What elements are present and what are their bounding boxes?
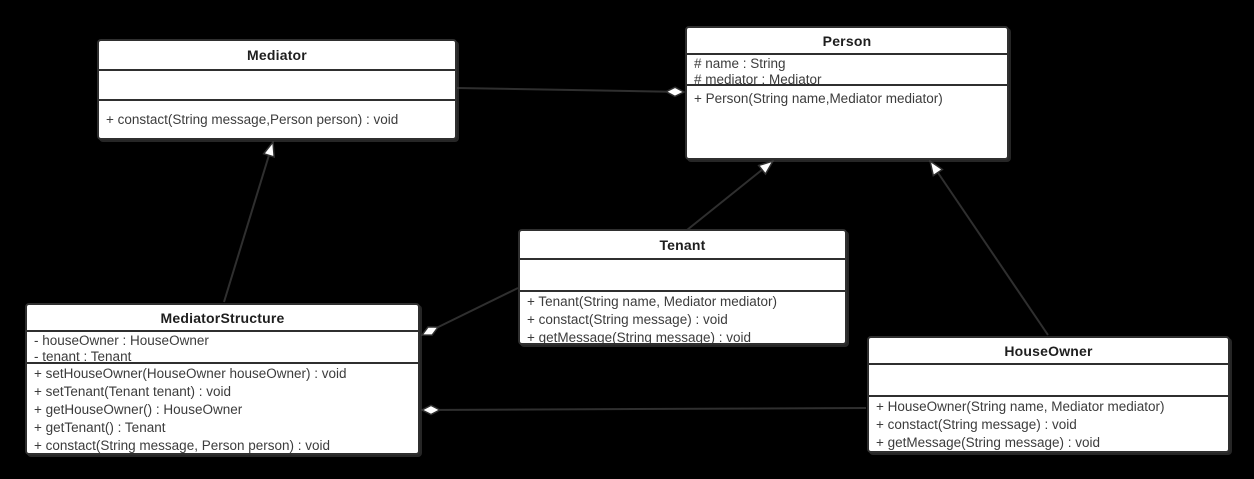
method-row: + constact(String message) : void (527, 312, 728, 327)
class-box-houseowner[interactable]: HouseOwner + HouseOwner(String name, Med… (867, 336, 1230, 453)
method-row: + Person(String name,Mediator mediator) (694, 91, 943, 106)
method-row: + getMessage(String message) : void (527, 330, 751, 343)
attribute-row: - houseOwner : HouseOwner (34, 333, 209, 348)
class-box-tenant[interactable]: Tenant + Tenant(String name, Mediator me… (518, 229, 847, 345)
class-name: HouseOwner (869, 338, 1228, 365)
attributes-compartment (869, 365, 1228, 397)
generalization-arrow-tenant-person[interactable] (686, 161, 773, 231)
method-row: + Tenant(String name, Mediator mediator) (527, 294, 778, 309)
generalization-arrow-houseowner-person[interactable] (930, 161, 1049, 336)
attribute-row: # mediator : Mediator (694, 71, 822, 86)
method-row: + setHouseOwner(HouseOwner houseOwner) :… (34, 366, 347, 381)
attribute-row: - tenant : Tenant (34, 348, 132, 364)
generalization-arrow-mediatorstructure-mediator[interactable] (223, 142, 273, 303)
class-box-mediator[interactable]: Mediator + constact(String message,Perso… (97, 39, 457, 140)
attributes-compartment: # name : String # mediator : Mediator (687, 55, 1007, 86)
attributes-compartment: - houseOwner : HouseOwner - tenant : Ten… (27, 332, 418, 364)
attribute-row: # name : String (694, 56, 786, 71)
methods-compartment: + setHouseOwner(HouseOwner houseOwner) :… (27, 364, 418, 453)
method-row: + getTenant() : Tenant (34, 420, 166, 435)
class-name: Person (687, 28, 1007, 55)
methods-compartment: + Person(String name,Mediator mediator) (687, 86, 1007, 158)
aggregation-line-tenant-mediatorstructure[interactable] (422, 287, 519, 335)
methods-compartment: + constact(String message,Person person)… (99, 101, 455, 138)
method-row: + constact(String message, Person person… (34, 438, 331, 453)
attributes-compartment (99, 71, 455, 101)
method-row: + HouseOwner(String name, Mediator media… (876, 399, 1165, 414)
method-row: + getHouseOwner() : HouseOwner (34, 402, 243, 417)
class-name: Mediator (99, 41, 455, 71)
class-box-person[interactable]: Person # name : String # mediator : Medi… (685, 26, 1009, 160)
aggregation-line-mediator-person[interactable] (456, 88, 684, 92)
class-box-mediatorstructure[interactable]: MediatorStructure - houseOwner : HouseOw… (25, 303, 420, 455)
methods-compartment: + HouseOwner(String name, Mediator media… (869, 397, 1228, 451)
attributes-compartment (520, 260, 845, 292)
methods-compartment: + Tenant(String name, Mediator mediator)… (520, 292, 845, 343)
method-row: + constact(String message) : void (876, 417, 1077, 432)
method-row: + constact(String message,Person person)… (106, 111, 399, 127)
aggregation-line-houseowner-mediatorstructure[interactable] (422, 408, 867, 410)
method-row: + getMessage(String message) : void (876, 435, 1100, 450)
class-name: MediatorStructure (27, 305, 418, 332)
class-name: Tenant (520, 231, 845, 260)
method-row: + setTenant(Tenant tenant) : void (34, 384, 232, 399)
